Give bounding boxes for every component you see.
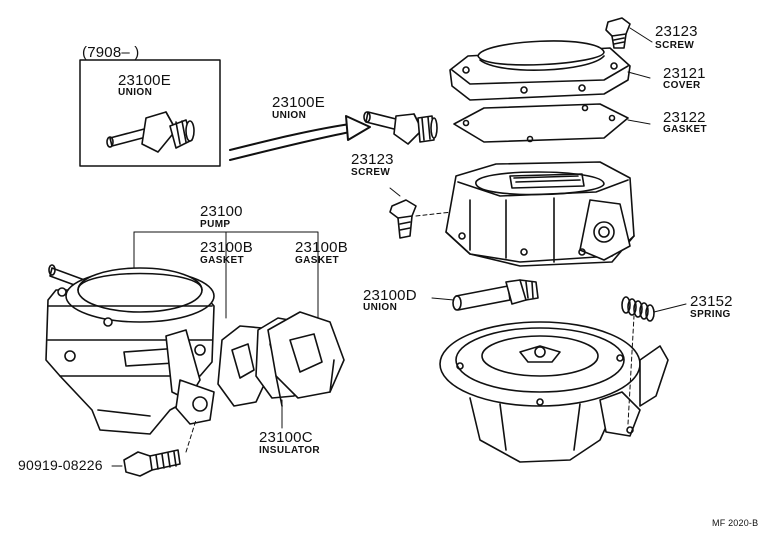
- label-screw-top-name: SCREW: [655, 40, 695, 51]
- spring-drawing: [621, 296, 655, 322]
- label-pump-number: 23100: [200, 203, 243, 220]
- screw-mid-drawing: [389, 199, 417, 239]
- label-gasket-b1-name: GASKET: [200, 255, 245, 266]
- union-e-drawing: [363, 111, 438, 145]
- assembled-pump-drawing: [45, 264, 215, 435]
- label-spring-number: 23152: [690, 293, 733, 310]
- label-union-e-number: 23100E: [272, 94, 325, 111]
- gasket-top-drawing: [453, 103, 629, 143]
- label-cover-name: COVER: [663, 80, 701, 91]
- inset-frame: [79, 59, 221, 167]
- label-gasket-b2-name: GASKET: [295, 255, 340, 266]
- label-cover-number: 23121: [663, 65, 706, 82]
- inset-union-drawing: [106, 111, 195, 153]
- inset-date-code: (7908– ): [82, 44, 140, 61]
- label-screw-top-number: 23123: [655, 23, 698, 40]
- label-gasket-b1-number: 23100B: [200, 239, 253, 256]
- label-union-e-name: UNION: [272, 110, 307, 121]
- upper-body-drawing: [445, 161, 635, 267]
- label-union-d-number: 23100D: [363, 287, 417, 304]
- label-pump-name: PUMP: [200, 219, 231, 230]
- screw-top-drawing: [605, 17, 631, 49]
- figure-code: MF 2020-B: [712, 518, 759, 528]
- label-gasket-top-number: 23122: [663, 109, 706, 126]
- inset-part-name: UNION: [118, 87, 153, 98]
- label-bolt-number: 90919-08226: [18, 457, 103, 473]
- label-insulator-name: INSULATOR: [259, 445, 321, 456]
- union-d-drawing: [452, 279, 539, 311]
- label-gasket-b2-number: 23100B: [295, 239, 348, 256]
- label-spring-name: SPRING: [690, 309, 731, 320]
- cover-drawing: [449, 40, 631, 101]
- inset-part-number: 23100E: [118, 72, 171, 89]
- label-screw-mid-name: SCREW: [351, 167, 391, 178]
- bolt-drawing: [123, 449, 181, 477]
- label-union-d-name: UNION: [363, 302, 398, 313]
- insulator-drawing: [267, 311, 345, 407]
- lower-body-drawing: [439, 321, 669, 463]
- label-insulator-number: 23100C: [259, 429, 313, 446]
- label-screw-mid-number: 23123: [351, 151, 394, 168]
- label-gasket-top-name: GASKET: [663, 124, 708, 135]
